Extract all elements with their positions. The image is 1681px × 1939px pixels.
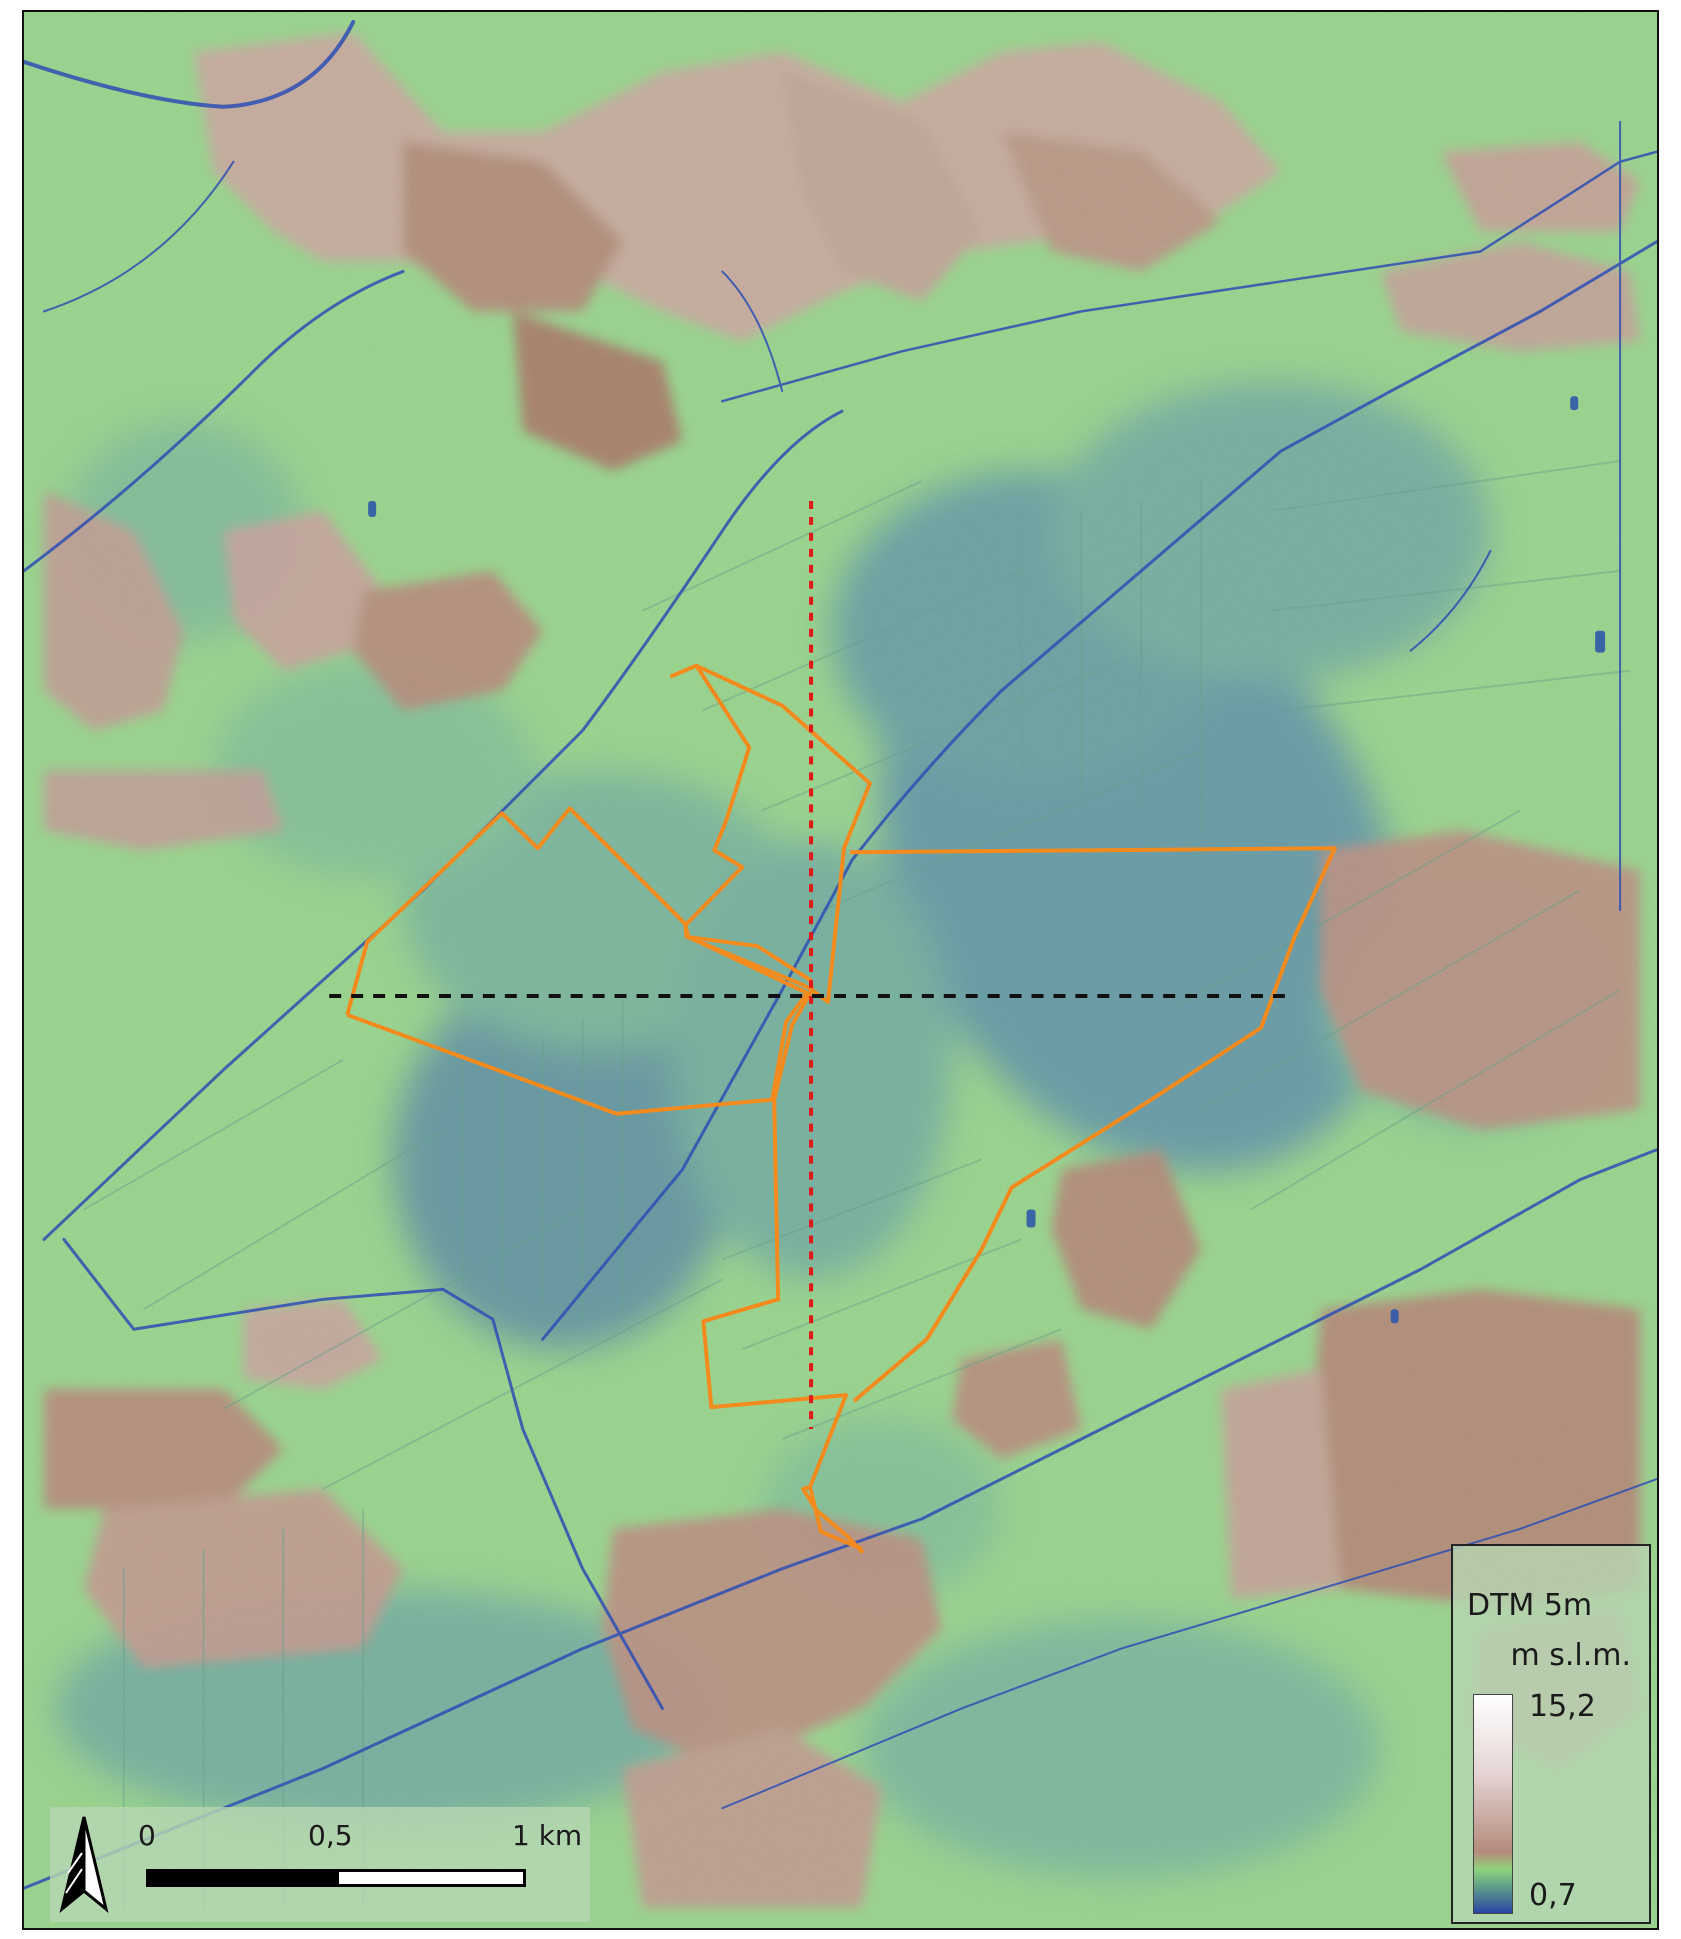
scale-tick-mid: 0,5 xyxy=(308,1819,353,1852)
ponds xyxy=(368,396,1606,1324)
legend-title: DTM 5m xyxy=(1467,1588,1593,1623)
study-area-south-tip xyxy=(801,1485,865,1555)
scale-bar-segment-white xyxy=(336,1869,526,1887)
channel-diagonal-2 xyxy=(541,240,1657,1341)
legend-unit: m s.l.m. xyxy=(1510,1638,1631,1673)
channel-east xyxy=(1409,120,1622,912)
scale-bar-segment-black xyxy=(146,1869,336,1887)
legend-min-value: 0,7 xyxy=(1529,1878,1577,1913)
channel-south-parallel xyxy=(721,1477,1657,1810)
study-area-west xyxy=(345,806,810,1116)
dtm-map xyxy=(24,12,1657,1928)
terrain-grain xyxy=(24,12,1657,1928)
study-area-east xyxy=(849,846,1337,1403)
scale-tick-0: 0 xyxy=(138,1819,156,1852)
map-frame: 0 0,5 1 km DTM 5m m s.l.m. 15,2 0,7 xyxy=(22,10,1659,1930)
channel-west xyxy=(42,160,235,313)
channel-southwest xyxy=(62,1237,664,1710)
study-area-central xyxy=(684,934,863,1551)
channel-north xyxy=(24,19,356,109)
legend-color-ramp xyxy=(1473,1694,1513,1914)
channel-central-vertical xyxy=(721,270,784,393)
channel-northwest xyxy=(24,269,405,573)
channel-south-main xyxy=(24,1148,1657,1890)
scale-tick-end: 1 km xyxy=(512,1819,583,1852)
scale-bar-panel: 0 0,5 1 km xyxy=(50,1807,590,1922)
north-arrow-icon xyxy=(59,1816,109,1913)
study-area-outline xyxy=(345,663,1337,1555)
drainage-channels xyxy=(24,19,1657,1890)
elevation-legend: DTM 5m m s.l.m. 15,2 0,7 xyxy=(1451,1544,1651,1924)
legend-max-value: 15,2 xyxy=(1529,1689,1596,1724)
channel-diagonal-1 xyxy=(42,409,844,1241)
